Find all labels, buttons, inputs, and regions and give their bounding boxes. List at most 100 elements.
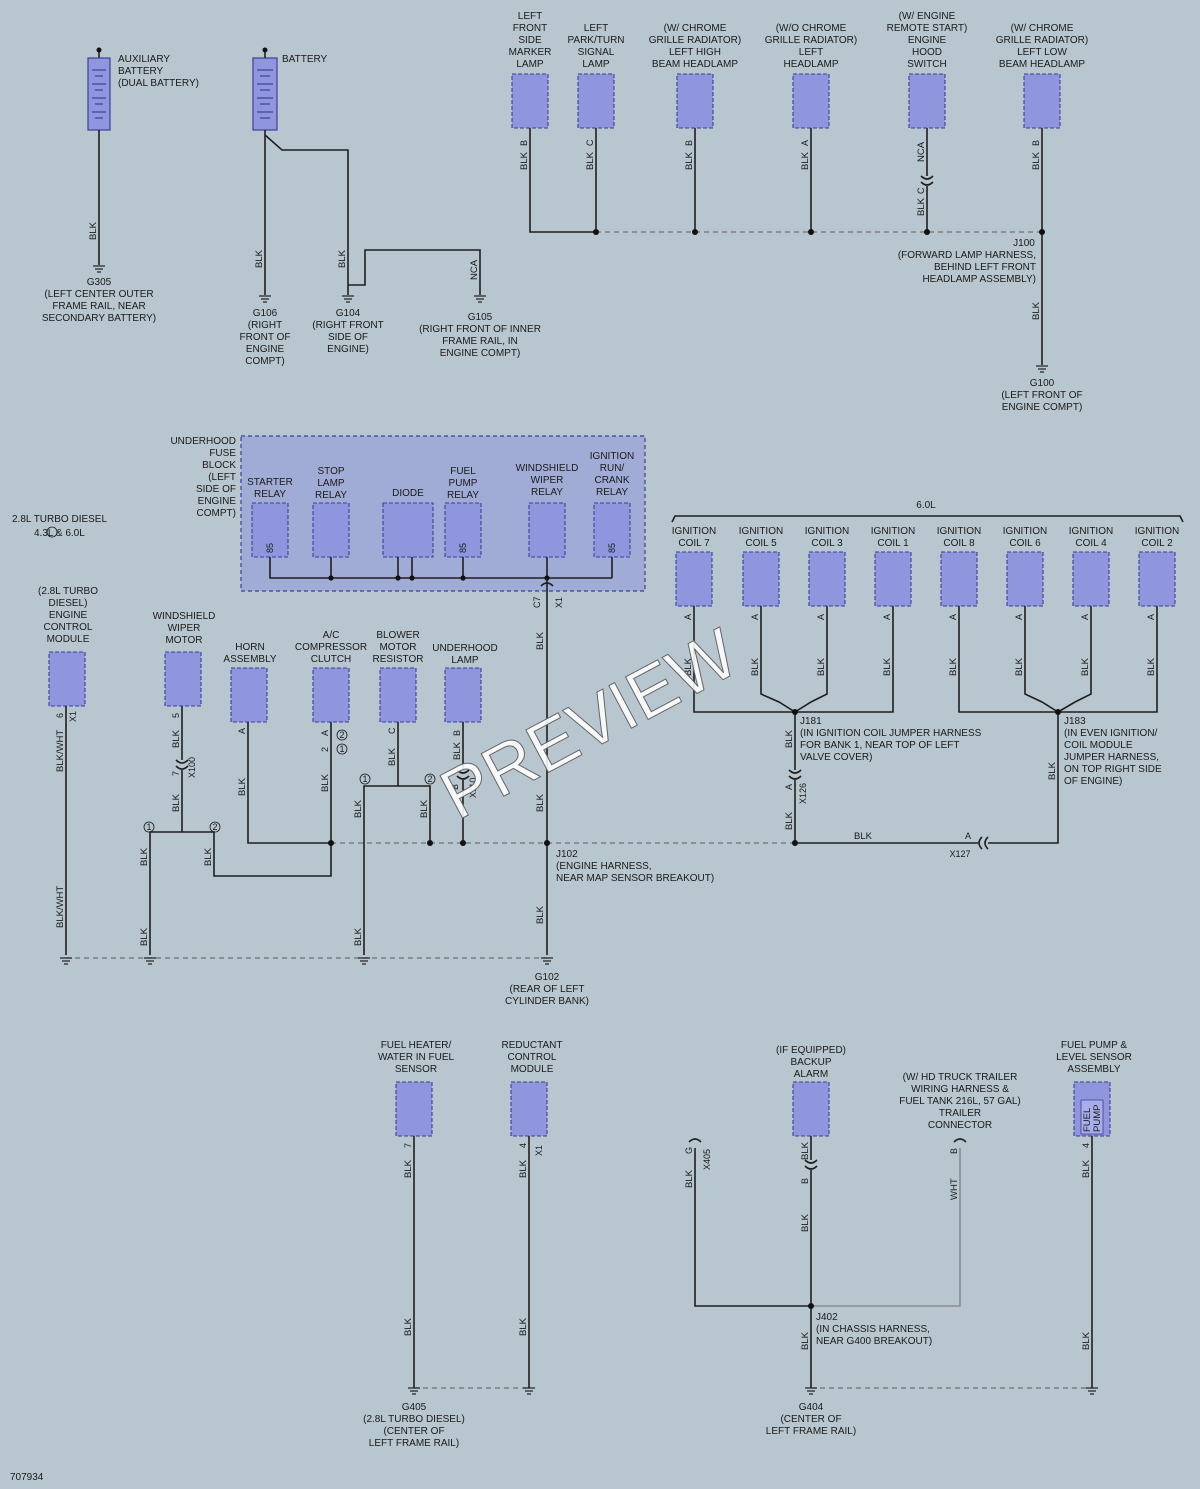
wire-label-blk: BLK — [684, 1169, 695, 1188]
svg-text:IGNITION: IGNITION — [805, 526, 849, 537]
ground-g102-icon — [541, 957, 553, 965]
trailer-label-3: TRAILER — [939, 1108, 981, 1119]
svg-text:MODULE: MODULE — [511, 1064, 554, 1075]
g102-label-0: G102 — [535, 972, 560, 983]
pin-x100: X100 — [187, 757, 197, 778]
j181-label-3: VALVE COVER) — [800, 752, 872, 763]
component-backup-alarm: (IF EQUIPPED) BACKUP ALARM — [776, 1045, 846, 1137]
wire-label-nca: NCA — [916, 141, 927, 162]
svg-text:(IF EQUIPPED): (IF EQUIPPED) — [776, 1045, 846, 1056]
wire-label-blk: BLK — [800, 1331, 811, 1350]
pin-a: A — [1080, 614, 1090, 620]
svg-text:CLUTCH: CLUTCH — [311, 654, 352, 665]
g100-label-2: ENGINE COMPT) — [1002, 402, 1083, 413]
svg-text:REDUCTANT: REDUCTANT — [502, 1040, 563, 1051]
pin-b: B — [949, 1148, 959, 1154]
option-2-label: 2 — [427, 774, 432, 784]
wire-label-blk: BLK — [1014, 657, 1025, 676]
wire-label-nca: NCA — [469, 259, 480, 280]
ground-icon — [144, 957, 156, 965]
wire-label-blk: BLK — [750, 657, 761, 676]
option-circle-icon — [46, 526, 58, 538]
wire-label-blk: BLK — [916, 197, 927, 216]
j100-label-1: (FORWARD LAMP HARNESS, — [898, 250, 1036, 261]
wire-label-blk: BLK — [784, 811, 795, 830]
component-stop-lamp-relay: STOP LAMP RELAY — [312, 466, 350, 558]
svg-text:GRILLE RADIATOR): GRILLE RADIATOR) — [649, 35, 741, 46]
pin-b: B — [684, 140, 694, 146]
pin-a: A — [320, 730, 330, 736]
svg-text:ALARM: ALARM — [794, 1069, 828, 1080]
component-chrome-high-beam: (W/ CHROME GRILLE RADIATOR) LEFT HIGH BE… — [649, 23, 741, 129]
wire-label-blk: BLK — [1031, 151, 1042, 170]
svg-text:IGNITION: IGNITION — [1135, 526, 1179, 537]
component-blower-resistor: BLOWER MOTOR RESISTOR — [373, 630, 423, 723]
wire-label-blk: BLK — [585, 151, 596, 170]
ground-g106-icon — [259, 295, 271, 303]
component-horn: HORN ASSEMBLY — [223, 642, 277, 723]
trailer-label-4: CONNECTOR — [928, 1120, 992, 1131]
svg-text:WINDSHIELD: WINDSHIELD — [153, 611, 216, 622]
pin-x405: X405 — [702, 1149, 712, 1170]
component-ignition-coil-6: IGNITION COIL 6 — [1003, 526, 1047, 607]
wire-label-blk: BLK — [800, 1141, 811, 1160]
g104-label-3: ENGINE) — [327, 344, 369, 355]
pin-2: 2 — [320, 747, 330, 752]
wire-label-blk: BLK — [171, 793, 182, 812]
auxiliary-battery — [87, 47, 111, 131]
svg-text:GRILLE RADIATOR): GRILLE RADIATOR) — [765, 35, 857, 46]
pin-x1: X1 — [534, 1145, 544, 1156]
svg-text:BACKUP: BACKUP — [790, 1057, 831, 1068]
battery — [252, 47, 278, 131]
svg-text:MOTOR: MOTOR — [165, 635, 202, 646]
pin-a: A — [683, 614, 693, 620]
svg-text:COIL 7: COIL 7 — [678, 538, 710, 549]
component-left-front-marker-lamp: LEFT FRONT SIDE MARKER LAMP — [509, 11, 552, 129]
svg-text:ASSEMBLY: ASSEMBLY — [1067, 1064, 1120, 1075]
svg-text:FUEL: FUEL — [1082, 1108, 1093, 1132]
engine-options-label-0: 2.8L TURBO DIESEL — [12, 514, 107, 525]
j181-label-0: J181 — [800, 716, 822, 727]
j183-label-5: OF ENGINE) — [1064, 776, 1122, 787]
pin-a: A — [237, 728, 247, 734]
wire-label-blk: BLK — [800, 151, 811, 170]
battery-label: BATTERY — [282, 54, 328, 65]
wire-label-blk: BLK — [854, 831, 873, 842]
wire-label-blk: BLK — [535, 905, 546, 924]
j100-label-0: J100 — [1013, 238, 1035, 249]
svg-text:LEVEL SENSOR: LEVEL SENSOR — [1056, 1052, 1132, 1063]
component-chrome-low-beam: (W/ CHROME GRILLE RADIATOR) LEFT LOW BEA… — [996, 23, 1088, 129]
pin-a: A — [1014, 614, 1024, 620]
svg-text:IGNITION: IGNITION — [871, 526, 915, 537]
svg-text:RELAY: RELAY — [447, 490, 479, 501]
pin-x127: X127 — [949, 849, 970, 859]
wire-label-wht: WHT — [949, 1178, 960, 1200]
svg-text:COIL 2: COIL 2 — [1141, 538, 1173, 549]
g405-label-3: LEFT FRAME RAIL) — [369, 1438, 459, 1449]
pin-c: C — [916, 187, 926, 194]
pin-c: C — [585, 139, 595, 146]
svg-text:MARKER: MARKER — [509, 47, 552, 58]
svg-text:IGNITION: IGNITION — [937, 526, 981, 537]
wire-label-blk: BLK — [387, 747, 398, 766]
svg-text:COIL 6: COIL 6 — [1009, 538, 1041, 549]
wire-label-blkwht: BLK/WHT — [55, 886, 66, 928]
pin-a: A — [816, 614, 826, 620]
wire-label-blk: BLK — [403, 1159, 414, 1178]
g106-label-0: G106 — [253, 308, 278, 319]
svg-text:HORN: HORN — [235, 642, 264, 653]
svg-text:RELAY: RELAY — [254, 489, 286, 500]
pin-a: A — [965, 831, 971, 841]
fuse-block-label-0: UNDERHOOD — [170, 436, 236, 447]
svg-text:COIL 5: COIL 5 — [745, 538, 777, 549]
g404-label-0: G404 — [799, 1402, 824, 1413]
option-2-circle-icon — [424, 773, 436, 785]
svg-text:RELAY: RELAY — [596, 487, 628, 498]
ground-g305-icon — [93, 265, 105, 273]
trailer-label-0: (W/ HD TRUCK TRAILER — [903, 1072, 1018, 1083]
wire-label-blk: BLK — [535, 793, 546, 812]
wire-label-blk: BLK — [88, 221, 99, 240]
wire-label-blk: BLK — [419, 799, 430, 818]
svg-text:ASSEMBLY: ASSEMBLY — [223, 654, 276, 665]
